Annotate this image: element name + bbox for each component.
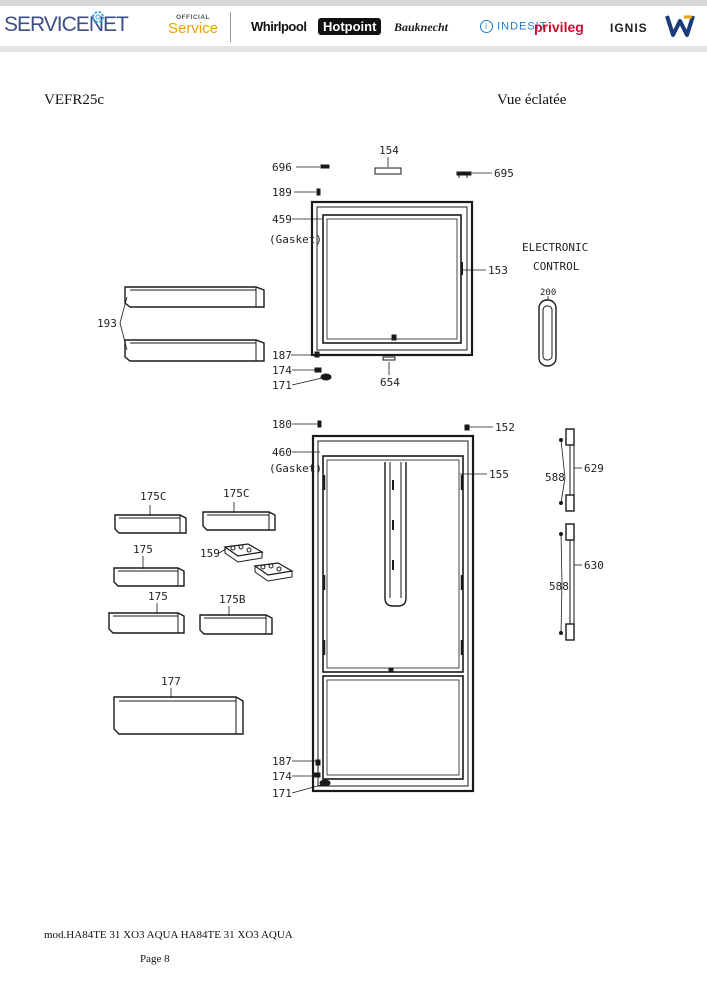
label-629: 629 xyxy=(584,462,604,475)
leader-lines xyxy=(119,157,582,794)
balcony-175-upper xyxy=(113,567,185,587)
lower-door xyxy=(311,434,475,793)
official-service-logo: OFFICIAL Service xyxy=(168,14,218,37)
label-588-upper: 588 xyxy=(545,471,565,484)
balcony-175c-left xyxy=(114,514,187,534)
indesit-text: INDESIT xyxy=(497,20,548,33)
part-174-top xyxy=(314,367,322,373)
label-153: 153 xyxy=(488,264,508,277)
label-459: 459 xyxy=(272,213,292,226)
bauknecht-logo: Bauknecht xyxy=(394,20,449,34)
w-logo-icon xyxy=(665,15,695,37)
label-180: 180 xyxy=(272,418,292,431)
label-177: 177 xyxy=(161,675,181,688)
official-text: OFFICIAL xyxy=(176,14,210,21)
label-gasket-lower: (Gasket) xyxy=(269,462,322,475)
privileg-logo: privileg xyxy=(534,19,584,35)
model-code: VEFR25c xyxy=(44,92,104,108)
upper-door xyxy=(310,200,474,357)
part-174-bottom xyxy=(313,772,321,778)
label-187-upper: 187 xyxy=(272,349,292,362)
label-654: 654 xyxy=(380,376,400,389)
part-171-top xyxy=(320,373,332,381)
part-654 xyxy=(382,356,396,361)
label-175b: 175B xyxy=(219,593,246,606)
bottle-balcony-177 xyxy=(113,696,244,735)
part-695 xyxy=(456,171,472,178)
label-460: 460 xyxy=(272,446,292,459)
brand-header: SERVICENET OFFICIAL Service Whirlpool Ho… xyxy=(0,0,707,58)
part-187-top xyxy=(314,351,320,358)
servicenet-logo: SERVICENET xyxy=(4,11,129,37)
part-189 xyxy=(316,188,321,196)
hinge-630 xyxy=(559,523,575,641)
label-189: 189 xyxy=(272,186,292,199)
gear-icon xyxy=(92,11,104,23)
ignis-logo: IGNIS xyxy=(610,21,648,35)
w-brand-icon xyxy=(665,13,695,44)
label-175c-left: 175C xyxy=(140,490,167,503)
label-171-lower: 171 xyxy=(272,787,292,800)
label-175-lower: 175 xyxy=(148,590,168,603)
balcony-175b xyxy=(199,614,273,635)
part-187-bottom xyxy=(315,759,321,766)
label-155: 155 xyxy=(489,468,509,481)
balcony-175-lower xyxy=(108,612,185,634)
egg-tray-159 xyxy=(223,543,294,582)
hinge-629 xyxy=(559,428,575,512)
label-gasket-upper: (Gasket) xyxy=(269,233,322,246)
part-152 xyxy=(464,424,470,431)
label-193: 193 xyxy=(97,317,117,330)
part-180 xyxy=(317,420,322,428)
servicenet-text: SERVICENET xyxy=(4,13,129,36)
label-588-lower: 588 xyxy=(549,580,569,593)
header-bottom-rule xyxy=(0,46,707,52)
label-152: 152 xyxy=(495,421,515,434)
label-174-upper: 174 xyxy=(272,364,292,377)
view-title: Vue éclatée xyxy=(497,92,567,108)
header-top-rule xyxy=(0,0,707,6)
balcony-175c-right xyxy=(202,511,276,531)
label-174-lower: 174 xyxy=(272,770,292,783)
exploded-view-diagram: 154 696 695 189 459 (Gasket) 153 193 ELE… xyxy=(97,144,604,800)
label-200: 200 xyxy=(540,288,556,298)
hotpoint-logo: Hotpoint xyxy=(318,18,382,35)
balcony-193 xyxy=(124,286,265,362)
footer-page-number: Page 8 xyxy=(140,953,170,965)
label-630: 630 xyxy=(584,559,604,572)
label-175-upper: 175 xyxy=(133,543,153,556)
label-159: 159 xyxy=(200,547,220,560)
part-171-bottom xyxy=(319,779,331,787)
electronic-control-line1: ELECTRONIC xyxy=(522,241,588,254)
indesit-icon: i xyxy=(480,20,493,33)
footer-model: mod.HA84TE 31 XO3 AQUA HA84TE 31 XO3 AQU… xyxy=(44,929,293,941)
label-171-upper: 171 xyxy=(272,379,292,392)
service-text: Service xyxy=(168,20,219,37)
electronic-control-line2: CONTROL xyxy=(533,260,580,273)
indesit-logo: i INDESIT xyxy=(480,20,547,33)
brand-separator xyxy=(230,12,231,42)
label-175c-right: 175C xyxy=(223,487,250,500)
part-696 xyxy=(320,164,330,169)
part-labels: 154 696 695 189 459 (Gasket) 153 193 ELE… xyxy=(97,144,604,800)
electronic-control-200 xyxy=(538,299,557,367)
label-695: 695 xyxy=(494,167,514,180)
whirlpool-logo: Whirlpool xyxy=(251,19,307,34)
label-187-lower: 187 xyxy=(272,755,292,768)
label-696: 696 xyxy=(272,161,292,174)
label-154: 154 xyxy=(379,144,399,157)
part-154 xyxy=(374,167,402,175)
